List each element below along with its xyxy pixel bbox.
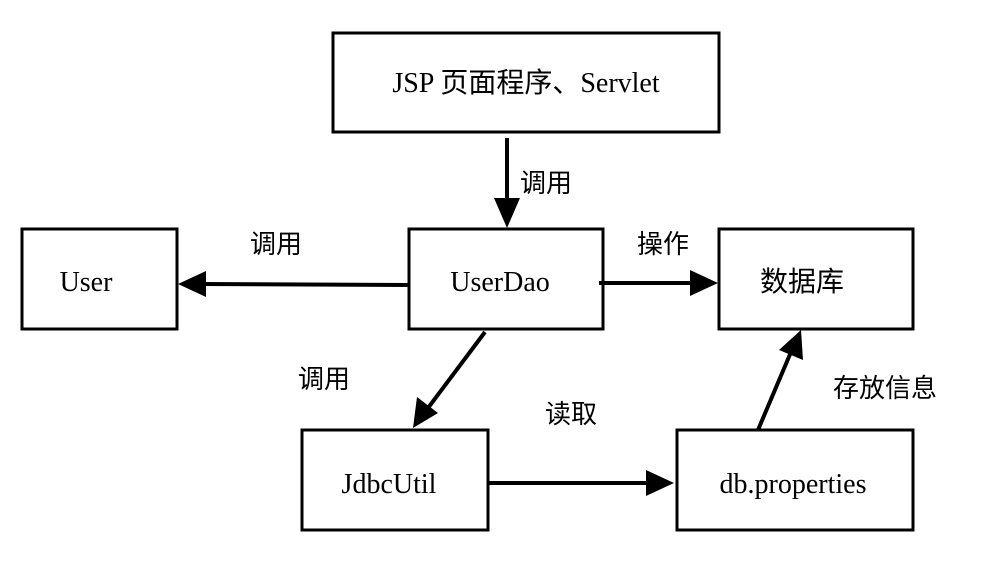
- node-dbproperties: db.properties: [675, 428, 915, 532]
- node-jsp-label: JSP 页面程序、Servlet: [392, 67, 660, 99]
- node-jsp: JSP 页面程序、Servlet: [331, 31, 721, 134]
- arrowhead-down-left: [413, 397, 438, 428]
- arrowhead-left: [178, 271, 206, 297]
- node-userdao-label: UserDao: [450, 267, 550, 298]
- arrowhead-down: [494, 198, 520, 228]
- edge-jsp-to-userdao: 调用: [494, 138, 572, 228]
- node-userdao: UserDao: [407, 227, 605, 331]
- arrowhead-up-right: [779, 330, 803, 360]
- edge-userdao-to-jdbcutil: 调用: [298, 330, 487, 428]
- edge-label-userdao-jdbcutil: 调用: [298, 365, 350, 395]
- edge-jdbcutil-to-dbproperties: 读取: [488, 400, 674, 496]
- edge-label-userdao-user: 调用: [250, 230, 302, 260]
- edge-label-jdbcutil-dbproperties: 读取: [545, 400, 597, 430]
- node-dbproperties-label: db.properties: [720, 469, 867, 500]
- edge-label-jsp-userdao: 调用: [520, 169, 572, 199]
- edge-label-dbproperties-database: 存放信息: [833, 374, 937, 404]
- edge-label-userdao-database: 操作: [637, 230, 689, 260]
- edge-dbproperties-to-database: 存放信息: [756, 330, 937, 431]
- node-database: 数据库: [717, 227, 915, 331]
- node-database-label: 数据库: [760, 266, 844, 298]
- edge-userdao-to-user: 调用: [178, 230, 410, 297]
- node-user-label: User: [60, 267, 114, 298]
- node-jdbcutil: JdbcUtil: [300, 428, 490, 532]
- node-user: User: [20, 227, 179, 331]
- arrowhead-right: [690, 270, 718, 296]
- edge-userdao-to-database: 操作: [599, 230, 718, 296]
- arrowhead-right: [646, 470, 674, 496]
- node-jdbcutil-label: JdbcUtil: [342, 469, 437, 500]
